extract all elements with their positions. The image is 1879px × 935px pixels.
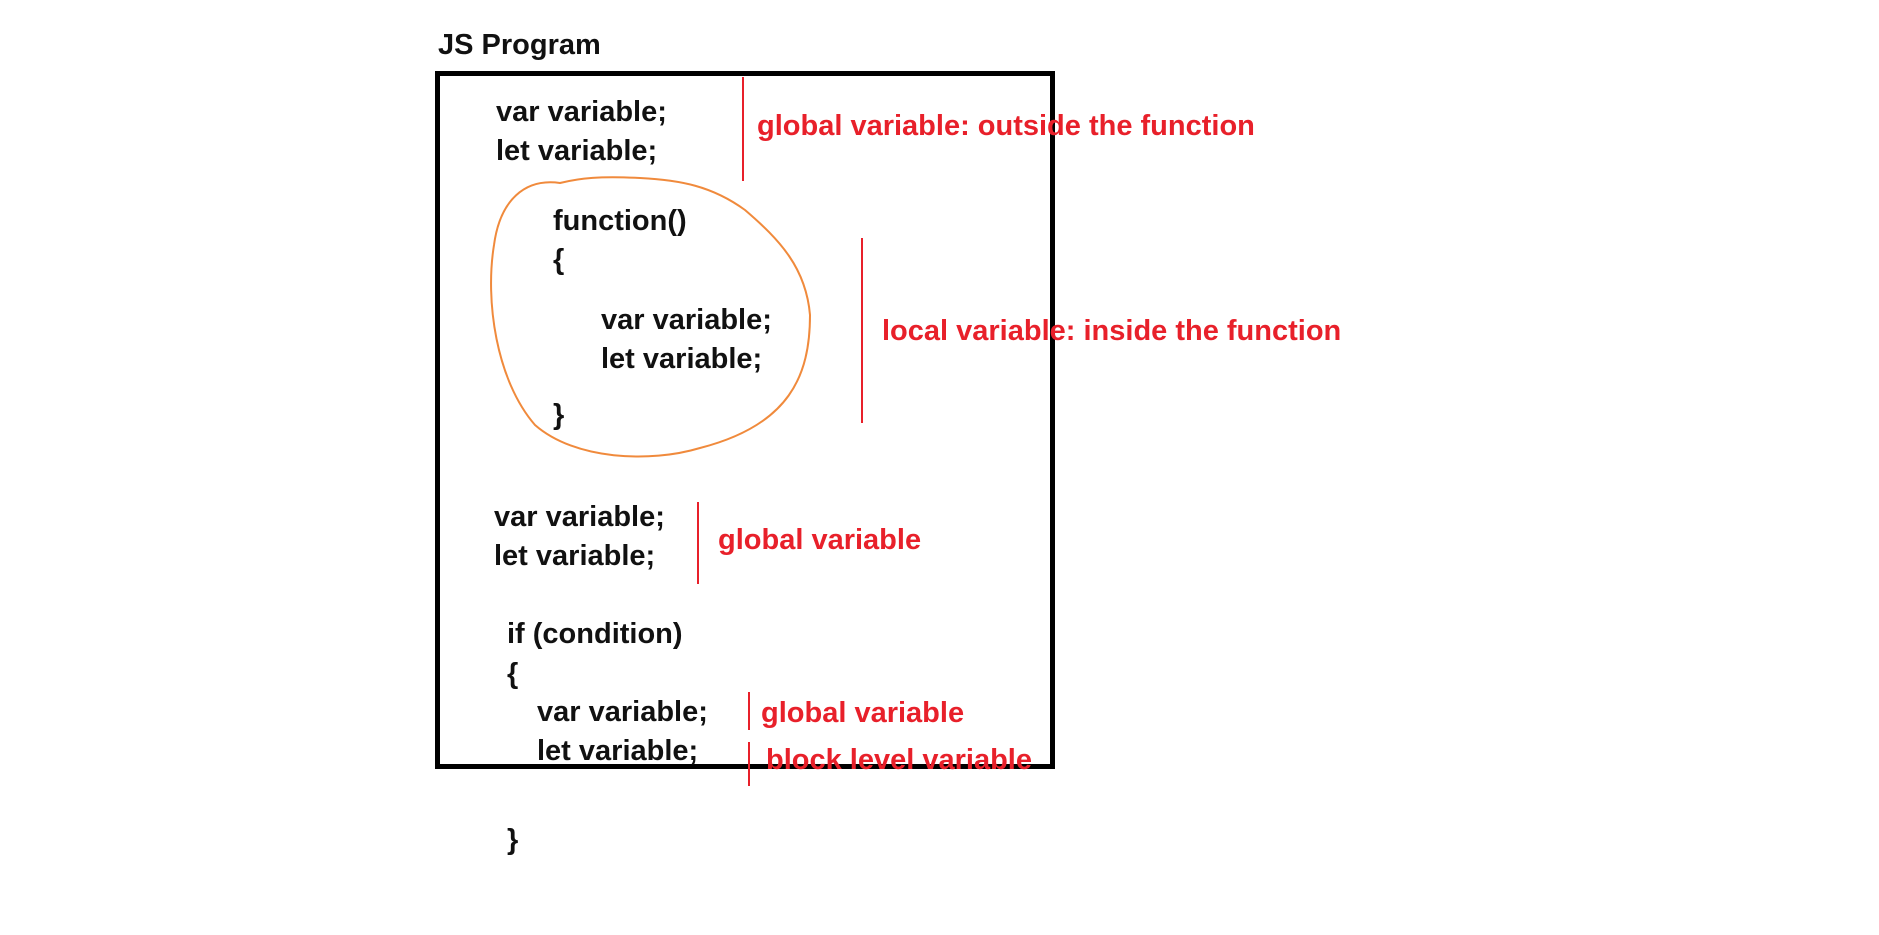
function-let-declaration: let variable; [601,343,763,375]
if-var-declaration: var variable; [537,696,708,728]
top-let-declaration: let variable; [496,135,658,167]
annotation-block-level: block level variable [766,744,1032,776]
function-close-brace: } [553,399,565,431]
annotation-global-if: global variable [761,697,965,729]
global-mid-bracket-line [697,502,699,584]
mid-let-declaration: let variable; [494,540,656,572]
top-var-declaration: var variable; [496,96,667,128]
function-header: function() [553,205,687,237]
if-open-brace: { [507,658,519,690]
js-program-box [435,71,1055,769]
global-outside-bracket-line [742,77,744,181]
if-header: if (condition) [507,618,683,650]
function-scope-circle [490,176,812,458]
function-var-declaration: var variable; [601,304,772,336]
function-open-brace: { [553,244,565,276]
block-level-bracket-line [748,742,750,786]
if-let-declaration: let variable; [537,735,699,767]
global-if-bracket-line [748,692,750,730]
annotation-global-outside: global variable: outside the function [757,110,1255,142]
annotation-global-mid: global variable [718,524,922,556]
if-close-brace: } [507,824,519,856]
mid-var-declaration: var variable; [494,501,665,533]
diagram-title: JS Program [438,29,601,61]
local-inside-bracket-line [861,238,863,423]
annotation-local-inside: local variable: inside the function [882,315,1342,347]
